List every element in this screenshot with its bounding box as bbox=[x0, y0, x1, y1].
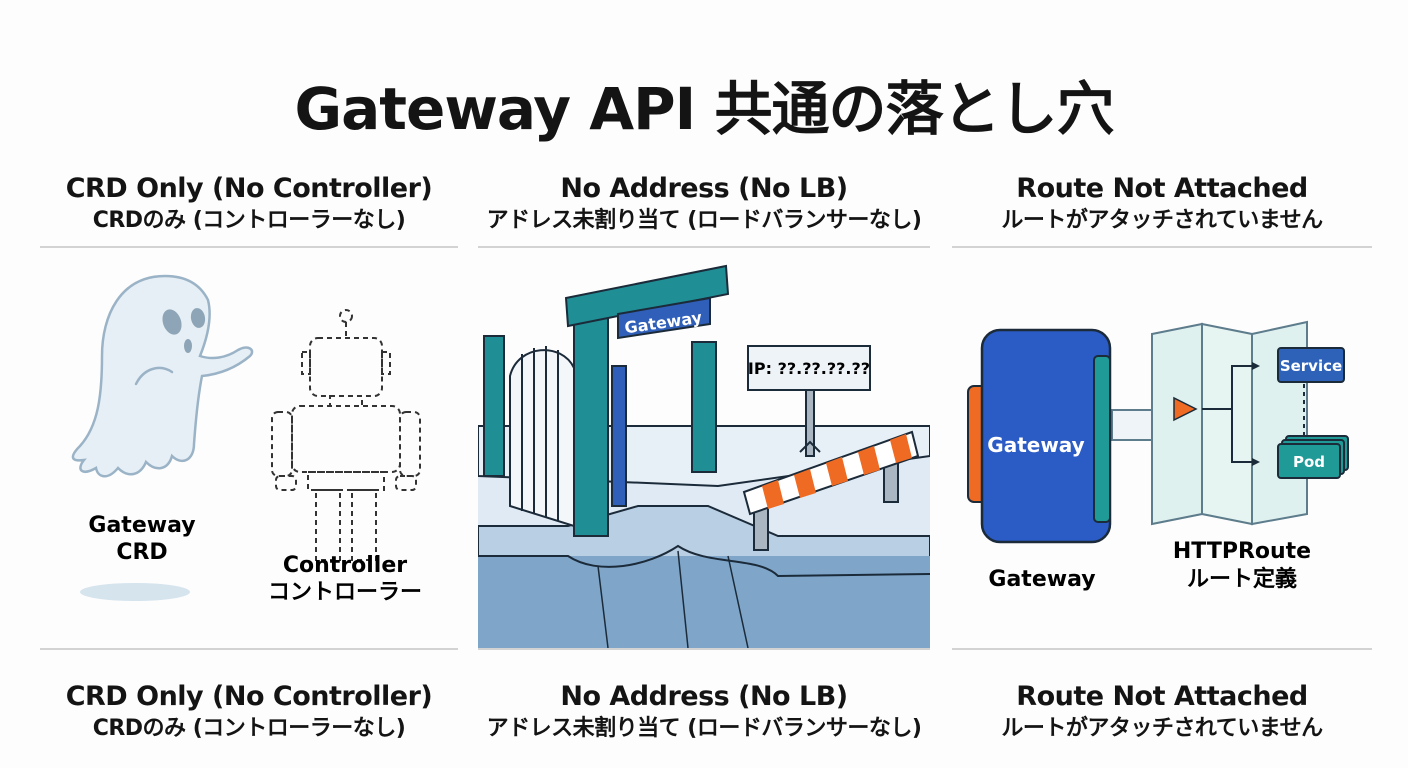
panel-route-not-attached: Service Pod Gateway Gateway HTTPRoute ルー… bbox=[952, 256, 1372, 640]
heading-en: CRD Only (No Controller) bbox=[65, 681, 433, 712]
heading-ja: CRDのみ (コントローラーなし) bbox=[92, 716, 406, 741]
robot-label-line2: コントローラー bbox=[268, 580, 422, 605]
footer-heading-crd-only: CRD Only (No Controller) CRDのみ (コントローラーな… bbox=[40, 680, 458, 744]
gate-icon bbox=[483, 264, 730, 537]
heading-crd-only: CRD Only (No Controller) CRDのみ (コントローラーな… bbox=[40, 172, 458, 236]
gateway-box-label: Gateway bbox=[987, 433, 1084, 457]
ghost-label-line2: CRD bbox=[116, 540, 167, 565]
heading-en: Route Not Attached bbox=[1016, 681, 1308, 712]
route-caption-line1: HTTPRoute bbox=[1173, 539, 1311, 564]
page-title: Gateway API 共通の落とし穴 bbox=[294, 75, 1115, 143]
heading-ja: アドレス未割り当て (ロードバランサーなし) bbox=[486, 208, 922, 233]
gateway-box-icon bbox=[967, 328, 1112, 544]
heading-en: No Address (No LB) bbox=[560, 173, 848, 204]
ip-sign-icon bbox=[747, 345, 871, 457]
service-label: Service bbox=[1280, 357, 1342, 375]
gateway-caption: Gateway bbox=[988, 567, 1095, 592]
heading-ja: ルートがアタッチされていません bbox=[1001, 208, 1323, 233]
panel-no-address: Gateway IP: ??.??.??.?? bbox=[478, 256, 930, 648]
heading-en: Route Not Attached bbox=[1016, 173, 1308, 204]
heading-no-address: No Address (No LB) アドレス未割り当て (ロードバランサーなし… bbox=[478, 172, 930, 236]
pod-label: Pod bbox=[1293, 453, 1325, 471]
barrier-icon bbox=[742, 430, 920, 551]
ghost-illustration bbox=[71, 274, 254, 601]
divider bbox=[478, 648, 930, 650]
heading-ja: ルートがアタッチされていません bbox=[1001, 716, 1323, 741]
heading-en: No Address (No LB) bbox=[560, 681, 848, 712]
ip-address-text: IP: ??.??.??.?? bbox=[748, 359, 870, 378]
heading-route-not-attached: Route Not Attached ルートがアタッチされていません bbox=[952, 172, 1372, 236]
heading-ja: CRDのみ (コントローラーなし) bbox=[92, 208, 406, 233]
ghost-label-line1: Gateway bbox=[88, 513, 195, 538]
panel-crd-only: Gateway CRD Controller コントローラー bbox=[40, 256, 458, 640]
heading-en: CRD Only (No Controller) bbox=[65, 173, 433, 204]
divider bbox=[952, 246, 1372, 248]
divider bbox=[40, 648, 458, 650]
route-caption-line2: ルート定義 bbox=[1187, 566, 1297, 592]
route-map-icon bbox=[1111, 320, 1349, 526]
divider bbox=[478, 246, 930, 248]
dashed-robot-illustration bbox=[271, 309, 421, 561]
heading-ja: アドレス未割り当て (ロードバランサーなし) bbox=[486, 716, 922, 741]
divider bbox=[40, 246, 458, 248]
robot-label-line1: Controller bbox=[283, 553, 407, 578]
footer-heading-route-not-attached: Route Not Attached ルートがアタッチされていません bbox=[952, 680, 1372, 744]
divider bbox=[952, 648, 1372, 650]
footer-heading-no-address: No Address (No LB) アドレス未割り当て (ロードバランサーなし… bbox=[478, 680, 930, 744]
